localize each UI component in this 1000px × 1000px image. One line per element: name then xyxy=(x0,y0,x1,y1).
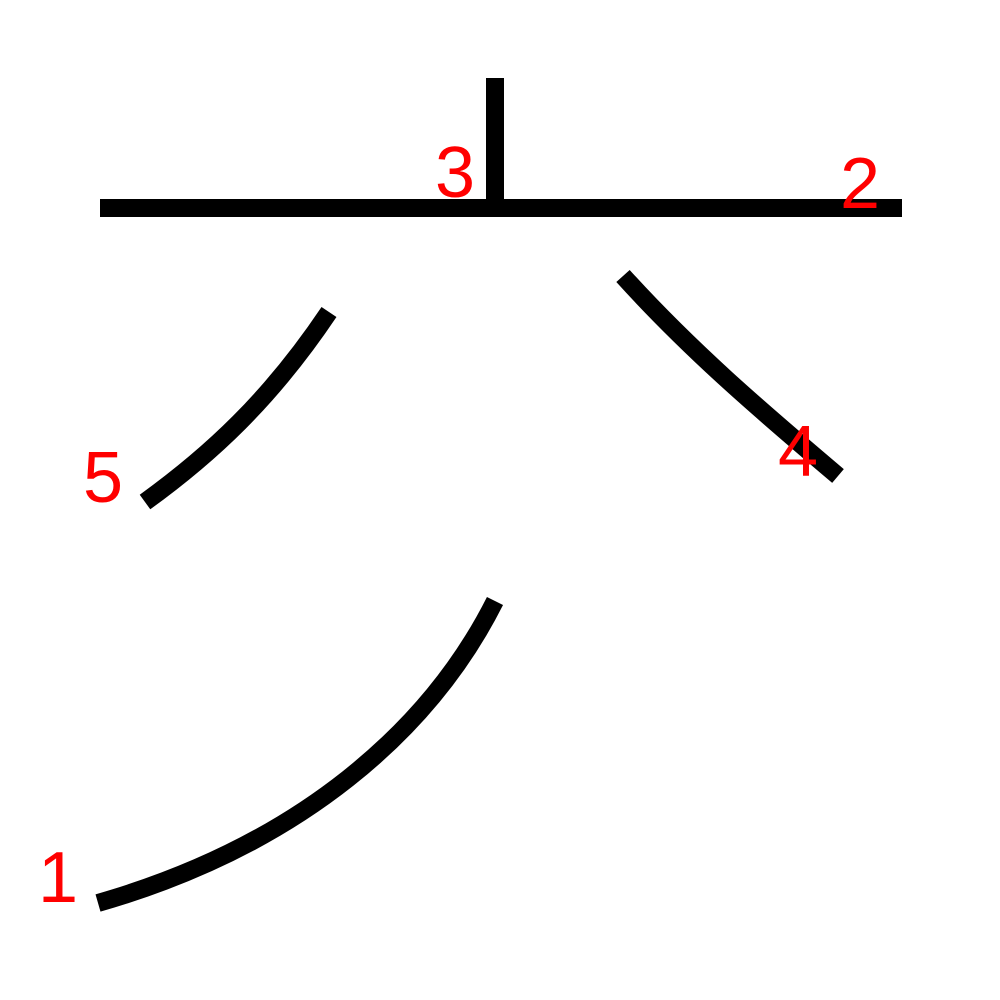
stroke-number-3: 3 xyxy=(435,133,475,213)
stroke-number-2: 2 xyxy=(840,144,880,224)
stroke-5 xyxy=(139,306,337,510)
stroke-number-4: 4 xyxy=(778,412,818,492)
stroke-4 xyxy=(616,269,844,483)
stroke-1 xyxy=(95,596,504,912)
stroke-number-5: 5 xyxy=(83,438,123,518)
stroke-number-1: 1 xyxy=(38,838,78,918)
